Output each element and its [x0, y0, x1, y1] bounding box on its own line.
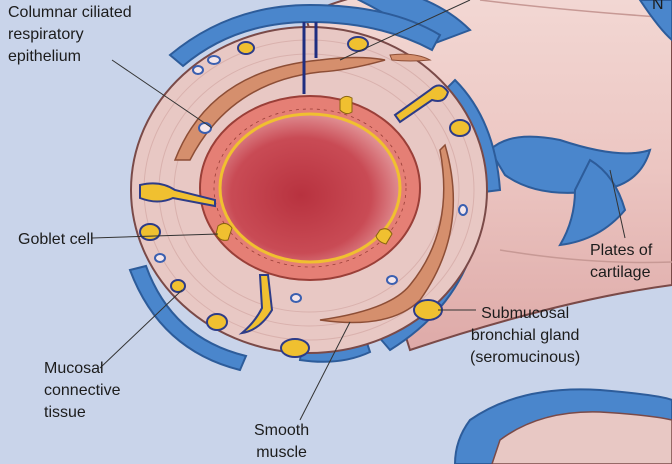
label-gland-line1: Submucosal: [470, 303, 580, 325]
label-goblet-cell: Goblet cell: [18, 229, 94, 251]
label-epithelium-line3: epithelium: [8, 46, 132, 68]
label-mucosal-line3: tissue: [44, 402, 121, 424]
lumen: [220, 114, 400, 262]
label-cartilage-line2: cartilage: [590, 262, 652, 284]
adjacent-airway-segment: [455, 389, 672, 464]
label-epithelium-line2: respiratory: [8, 24, 132, 46]
label-cartilage-line1: Plates of: [590, 240, 652, 262]
label-gland-line3: (seromucinous): [470, 347, 580, 369]
label-submucosal-gland: Submucosal bronchial gland (seromucinous…: [470, 303, 580, 369]
label-mucosal-line1: Mucosal: [44, 358, 121, 380]
label-smooth-muscle: Smooth muscle: [254, 420, 309, 464]
label-gland-line2: bronchial gland: [470, 325, 580, 347]
label-muscle-line1: Smooth: [254, 420, 309, 442]
label-plates-of-cartilage: Plates of cartilage: [590, 240, 652, 284]
label-epithelium-line1: Columnar ciliated: [8, 2, 132, 24]
label-muscle-line2: muscle: [254, 442, 309, 464]
label-clipped-edge: N: [652, 0, 664, 16]
label-mucosal-line2: connective: [44, 380, 121, 402]
label-epithelium: Columnar ciliated respiratory epithelium: [8, 2, 132, 68]
label-mucosal-connective-tissue: Mucosal connective tissue: [44, 358, 121, 424]
label-goblet-line1: Goblet cell: [18, 229, 94, 251]
label-clipped-line1: N: [652, 0, 664, 16]
